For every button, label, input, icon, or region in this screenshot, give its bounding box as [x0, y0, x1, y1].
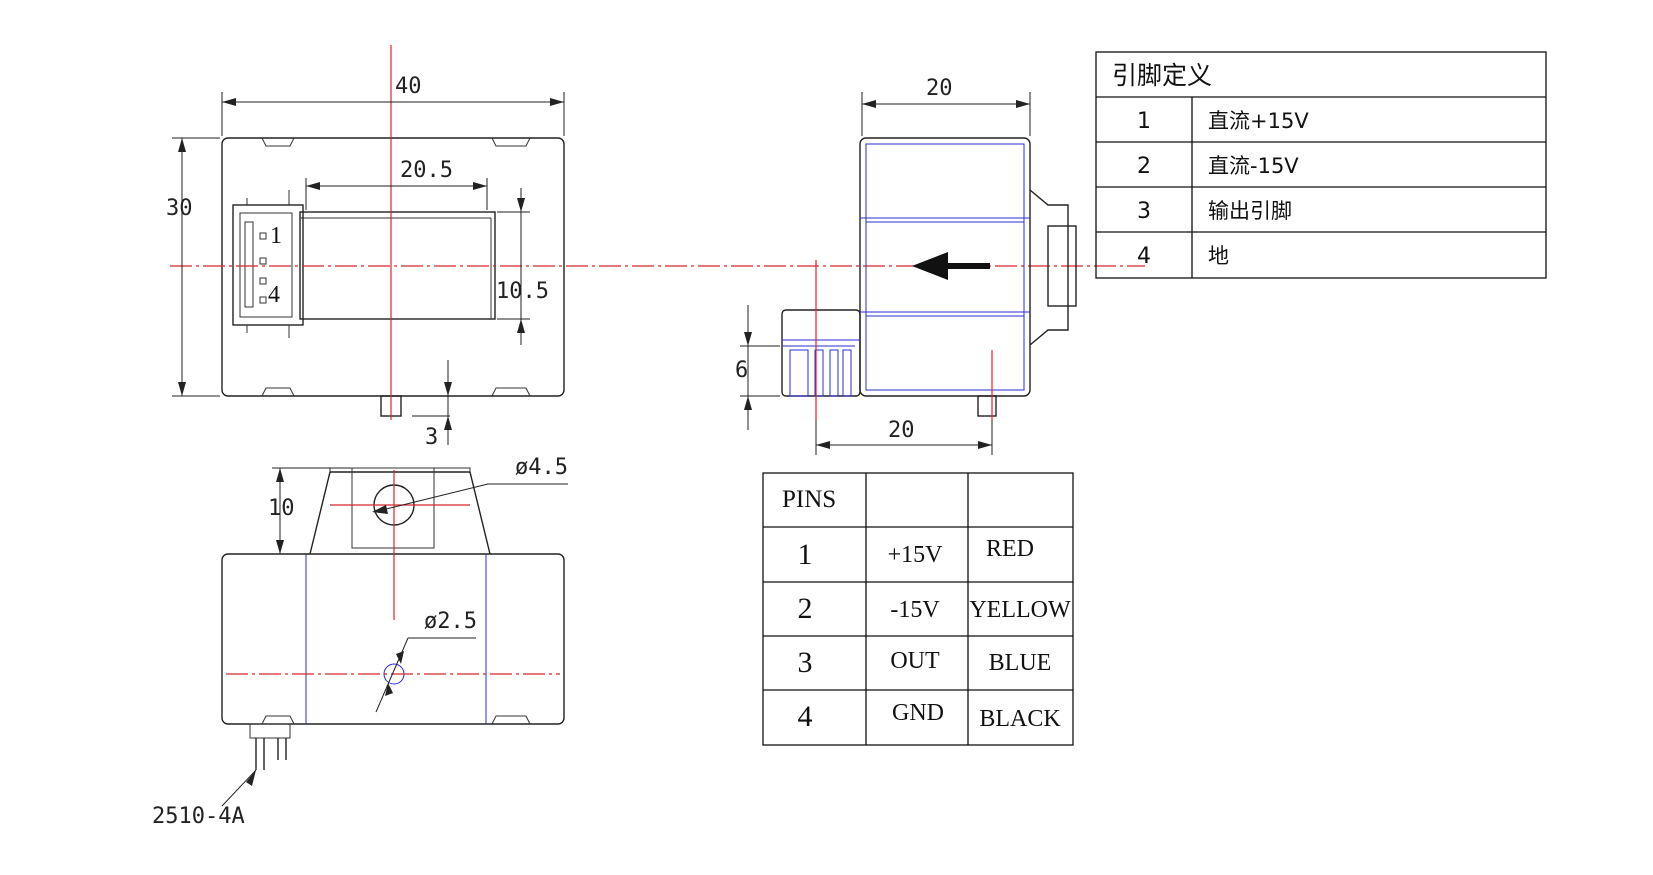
- pin-def-num-1: 1: [1137, 109, 1151, 134]
- bottom-body-outline: [221, 553, 565, 725]
- pins-row-3-pin: 3: [798, 646, 813, 679]
- pins-row-1-pin: 1: [798, 538, 813, 571]
- dim-connector-6: 6: [735, 358, 748, 383]
- pin-def-desc-2: 直流-15V: [1208, 154, 1299, 178]
- dim-pin-3: 3: [425, 425, 438, 450]
- pins-color-table: PINS 1 +15V RED 2 -15V YELLOW 3 OUT BLUE…: [762, 472, 1074, 746]
- pins-row-2-color: YELLOW: [969, 597, 1071, 623]
- pins-row-3-signal: OUT: [890, 648, 940, 674]
- pins-row-4-pin: 4: [798, 700, 813, 733]
- pin-label-1: 1: [270, 223, 282, 249]
- pin-label-4: 4: [268, 282, 280, 308]
- connector-part-label: 2510-4A: [152, 804, 245, 829]
- front-body-outline: [221, 137, 565, 397]
- pins-row-3-color: BLUE: [989, 650, 1052, 676]
- dim-side-width-20: 20: [926, 76, 953, 101]
- pins-row-2-pin: 2: [798, 592, 813, 625]
- side-connector: [781, 309, 861, 397]
- mounting-foot: [309, 471, 491, 555]
- pin-def-num-3: 3: [1137, 199, 1151, 224]
- pin-definition-title: 引脚定义: [1112, 61, 1212, 90]
- side-view: 20 20 6: [735, 76, 1077, 455]
- pin-def-desc-3: 输出引脚: [1208, 199, 1292, 223]
- pins-header: PINS: [782, 486, 836, 513]
- side-body-outline: [859, 137, 1031, 397]
- pin-definition-table: 引脚定义 1 直流+15V 2 直流-15V 3 输出引脚 4 地: [1095, 51, 1547, 279]
- pin-def-num-4: 4: [1137, 244, 1151, 269]
- front-view: 1 4 40 30 20.5 10.5: [166, 45, 1145, 450]
- dim-side-bottom-20: 20: [888, 418, 915, 443]
- dim-hole-2-5: ø2.5: [424, 609, 477, 634]
- pins-row-4-signal: GND: [892, 700, 944, 726]
- dim-window-10-5: 10.5: [496, 279, 549, 304]
- pin-def-num-2: 2: [1137, 154, 1151, 179]
- pin-def-desc-4: 地: [1208, 244, 1229, 268]
- pins-row-2-signal: -15V: [890, 597, 940, 623]
- dim-foot-10: 10: [268, 496, 295, 521]
- dim-width-40: 40: [395, 74, 422, 99]
- dim-hole-4-5: ø4.5: [515, 455, 568, 480]
- connector-outline: [232, 204, 304, 326]
- pin-def-desc-1: 直流+15V: [1208, 109, 1309, 133]
- bottom-view: 10 ø4.5 ø2.5 2510-4A: [152, 455, 568, 829]
- pins-row-1-signal: +15V: [888, 542, 944, 568]
- dim-window-20-5: 20.5: [400, 158, 453, 183]
- current-direction-arrow-icon: [912, 252, 948, 280]
- pins-row-1-color: RED: [986, 536, 1034, 562]
- dim-height-30: 30: [166, 196, 193, 221]
- pins-row-4-color: BLACK: [979, 706, 1061, 732]
